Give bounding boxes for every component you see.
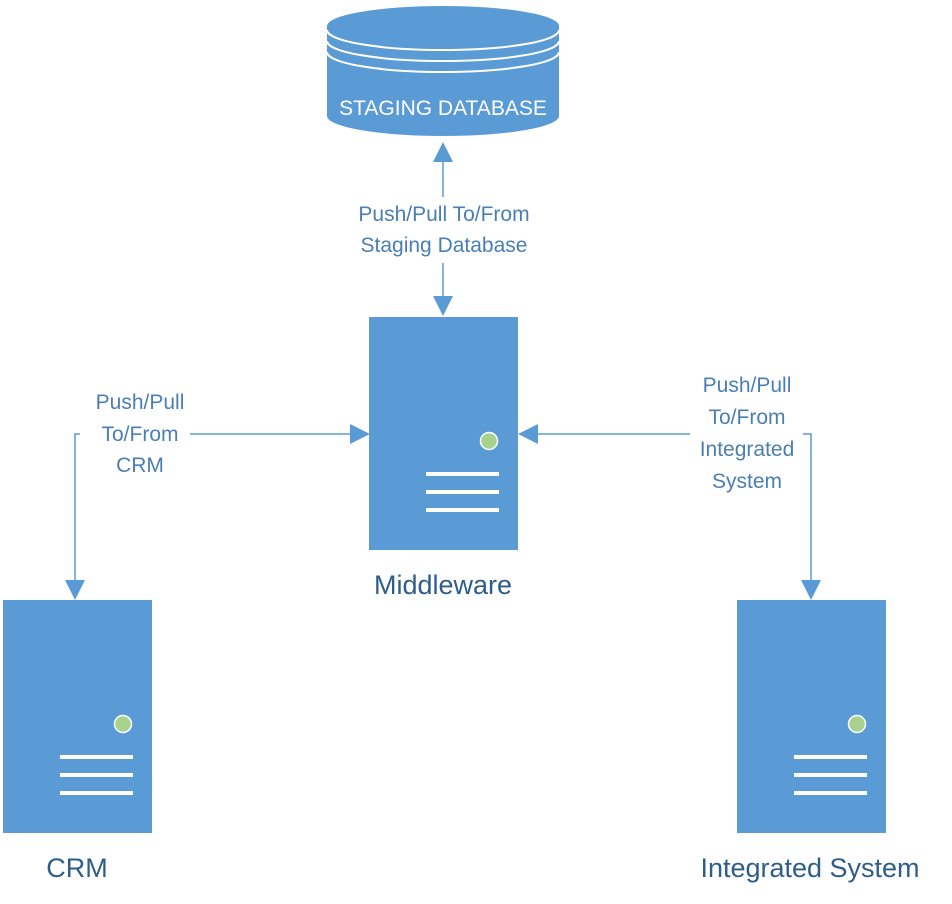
middleware-node: Middleware [369,317,518,600]
status-light-icon [479,431,499,451]
server-slot-3 [60,791,133,795]
edge-label-integrated-line-1: Push/Pull [703,374,792,397]
connector-integrated-vertical [801,433,821,600]
status-light-icon [847,714,867,734]
staging-database: STAGING DATABASE [326,6,560,136]
database-ring-2 [326,40,560,62]
database-cylinder-icon [327,26,559,136]
edge-label-crm-line-3: CRM [116,454,164,477]
server-slot-2 [426,490,499,494]
status-light-icon [113,714,133,734]
connector-crm-vertical [65,433,85,600]
edge-label-integrated: Push/Pull To/From Integrated System [700,374,795,493]
edge-label-staging-line-1: Push/Pull To/From [358,203,529,226]
server-icon [737,600,886,833]
server-slot-2 [60,773,133,777]
database-top [327,6,559,46]
crm-label: CRM [46,853,108,883]
edge-label-staging: Push/Pull To/From Staging Database [358,203,529,257]
server-slot-3 [794,791,867,795]
server-slot-1 [60,755,133,759]
server-slot-2 [794,773,867,777]
middleware-label: Middleware [374,570,512,600]
edge-label-crm-line-1: Push/Pull [96,391,185,414]
edge-label-integrated-line-2: To/From [708,406,785,429]
database-ring-3 [326,51,560,73]
edge-label-integrated-line-4: System [712,470,782,493]
integrated-system-node: Integrated System [700,600,920,883]
edge-label-crm-line-2: To/From [101,423,178,446]
server-slot-1 [794,755,867,759]
edge-label-integrated-line-3: Integrated [700,438,795,461]
server-icon [369,317,518,550]
edge-label-staging-line-2: Staging Database [361,234,528,257]
connectors [65,142,821,600]
edge-label-crm: Push/Pull To/From CRM [96,391,185,477]
server-slot-1 [426,472,499,476]
database-ring-1 [326,29,560,51]
server-icon [3,600,152,833]
integrated-system-label: Integrated System [700,853,919,883]
database-label: STAGING DATABASE [339,97,547,120]
crm-node: CRM [3,600,152,883]
server-slot-3 [426,508,499,512]
